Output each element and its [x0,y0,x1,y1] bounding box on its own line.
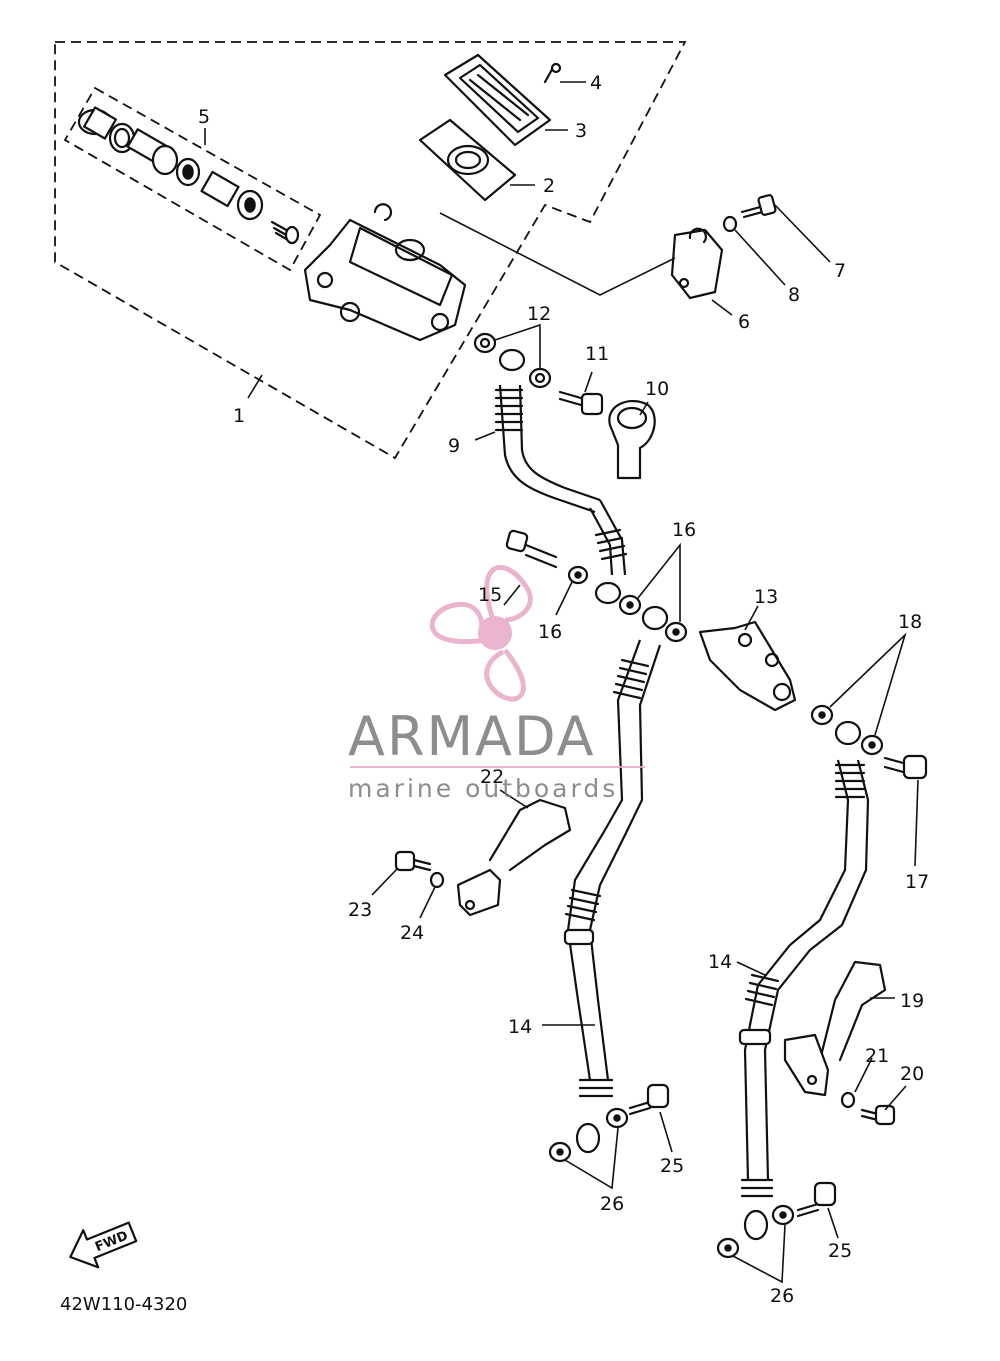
holder-washer [722,215,738,233]
caliper-bolt-25-right [796,1181,837,1218]
callout-26-right: 26 [770,1285,794,1307]
reservoir-cap [443,53,552,147]
cap-screw [543,62,562,84]
washers-26-right [716,1204,795,1259]
callout-20: 20 [900,1063,924,1085]
fwd-arrow: FWD [69,1221,138,1269]
callout-17: 17 [905,871,929,893]
callout-8: 8 [788,284,800,306]
watermark-tagline: marine outboards [348,774,618,803]
callout-2: 2 [543,175,555,197]
clip-bolt-23 [394,850,432,872]
callout-18: 18 [898,611,922,633]
hose-clip-left [456,798,572,917]
callout-22: 22 [480,766,504,788]
clip-washer-24 [429,871,445,889]
washers-26-left [548,1107,629,1163]
callout-5: 5 [198,106,210,128]
callout-13: 13 [754,586,778,608]
callout-6: 6 [738,311,750,333]
watermark-brand: ARMADA [348,705,596,768]
union-bolt-upper [558,390,604,416]
callout-19: 19 [900,990,924,1012]
callout-9: 9 [448,435,460,457]
callout-21: 21 [865,1045,889,1067]
piston-kit [77,106,300,245]
callout-3: 3 [575,120,587,142]
callout-4: 4 [590,72,602,94]
piston-kit-outline [63,86,322,272]
hose-clip-right [783,960,887,1097]
master-cylinder-assembly-outline [54,41,687,460]
clip-bolt-20 [860,1104,896,1126]
master-cylinder-body [303,203,467,342]
diaphragm [418,118,517,202]
callout-16-a: 16 [538,621,562,643]
callout-25-right: 25 [828,1240,852,1262]
callout-11: 11 [585,343,609,365]
union-bolt-15 [505,529,558,569]
caliper-bolt-25-left [628,1083,670,1116]
upper-brake-hose [494,348,628,605]
washers-16 [567,565,688,643]
callout-26-left: 26 [600,1193,624,1215]
washers-12 [473,332,552,389]
callout-23: 23 [348,899,372,921]
right-lower-brake-hose [738,720,870,1241]
callout-labels: 1 2 3 4 5 6 7 8 9 10 11 12 13 14 14 15 1… [198,72,929,1307]
callout-7: 7 [834,260,846,282]
propeller-logo [429,565,533,702]
armada-watermark: ARMADA marine outboards [348,565,645,803]
callout-1: 1 [233,405,245,427]
left-lower-brake-hose [563,605,669,1154]
holder-bolt [740,194,777,219]
callout-16-b: 16 [672,519,696,541]
hose-joint [698,620,797,712]
callout-12: 12 [527,303,551,325]
clip-washer-21 [840,1091,856,1109]
callout-10: 10 [645,378,669,400]
callout-14-right: 14 [708,951,732,973]
bolt-cap [608,400,656,480]
leader-lines [204,81,919,1284]
holder-bracket [670,227,724,300]
washers-18 [810,704,884,756]
diagram-code: 42W110-4320 [60,1294,187,1315]
callout-25-left: 25 [660,1155,684,1177]
callout-14-left: 14 [508,1016,532,1038]
union-bolt-17 [883,754,928,780]
callout-15: 15 [478,584,502,606]
callout-24: 24 [400,922,424,944]
